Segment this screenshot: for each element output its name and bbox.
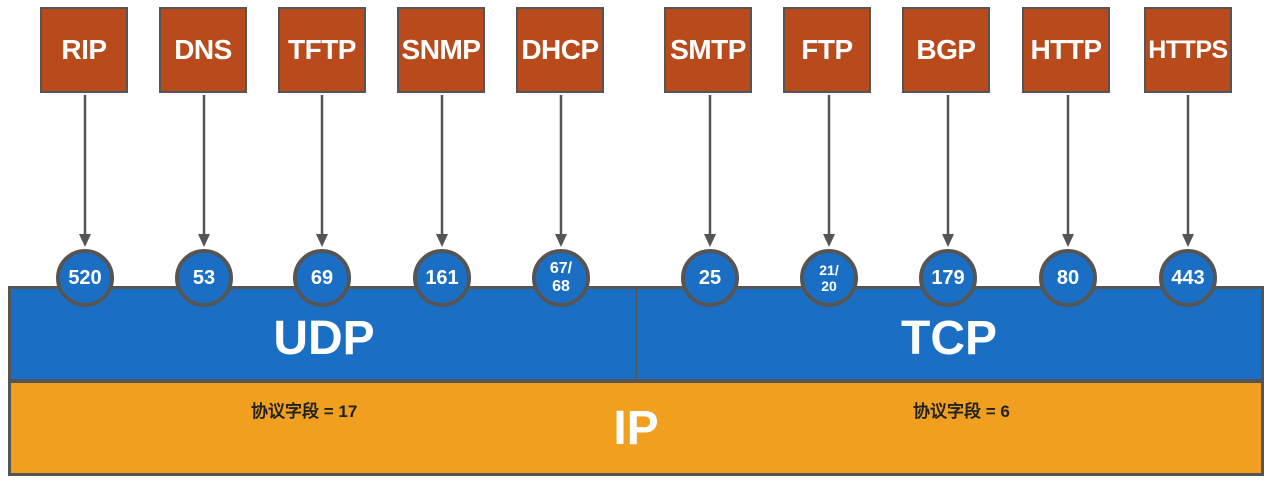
arrowhead-snmp xyxy=(436,234,448,247)
port-badge-snmp: 161 xyxy=(413,249,471,307)
app-box-dns: DNS xyxy=(159,7,247,93)
port-badge-tftp: 69 xyxy=(293,249,351,307)
arrowhead-http xyxy=(1062,234,1074,247)
port-badge-rip: 520 xyxy=(56,249,114,307)
port-badge-https: 443 xyxy=(1159,249,1217,307)
port-badge-dns: 53 xyxy=(175,249,233,307)
app-box-dhcp: DHCP xyxy=(516,7,604,93)
app-box-https: HTTPS xyxy=(1144,7,1232,93)
app-box-bgp: BGP xyxy=(902,7,990,93)
app-box-snmp: SNMP xyxy=(397,7,485,93)
udp-protocol-field: 协议字段 = 17 xyxy=(251,402,358,421)
arrowhead-smtp xyxy=(704,234,716,247)
app-box-ftp: FTP xyxy=(783,7,871,93)
arrowhead-bgp xyxy=(942,234,954,247)
arrowhead-rip xyxy=(79,234,91,247)
port-badge-http: 80 xyxy=(1039,249,1097,307)
port-badge-dhcp: 67/ 68 xyxy=(532,249,590,307)
tcp-protocol-field: 协议字段 = 6 xyxy=(913,402,1010,421)
ip-label: IP xyxy=(613,402,659,455)
ip-block: 协议字段 = 17 协议字段 = 6 IP xyxy=(8,380,1264,476)
port-badge-bgp: 179 xyxy=(919,249,977,307)
app-box-smtp: SMTP xyxy=(664,7,752,93)
arrowhead-dhcp xyxy=(555,234,567,247)
arrowhead-dns xyxy=(198,234,210,247)
app-box-rip: RIP xyxy=(40,7,128,93)
arrowhead-tftp xyxy=(316,234,328,247)
app-box-tftp: TFTP xyxy=(278,7,366,93)
port-badge-ftp: 21/ 20 xyxy=(800,249,858,307)
arrowhead-https xyxy=(1182,234,1194,247)
arrowhead-ftp xyxy=(823,234,835,247)
port-badge-smtp: 25 xyxy=(681,249,739,307)
app-box-http: HTTP xyxy=(1022,7,1110,93)
